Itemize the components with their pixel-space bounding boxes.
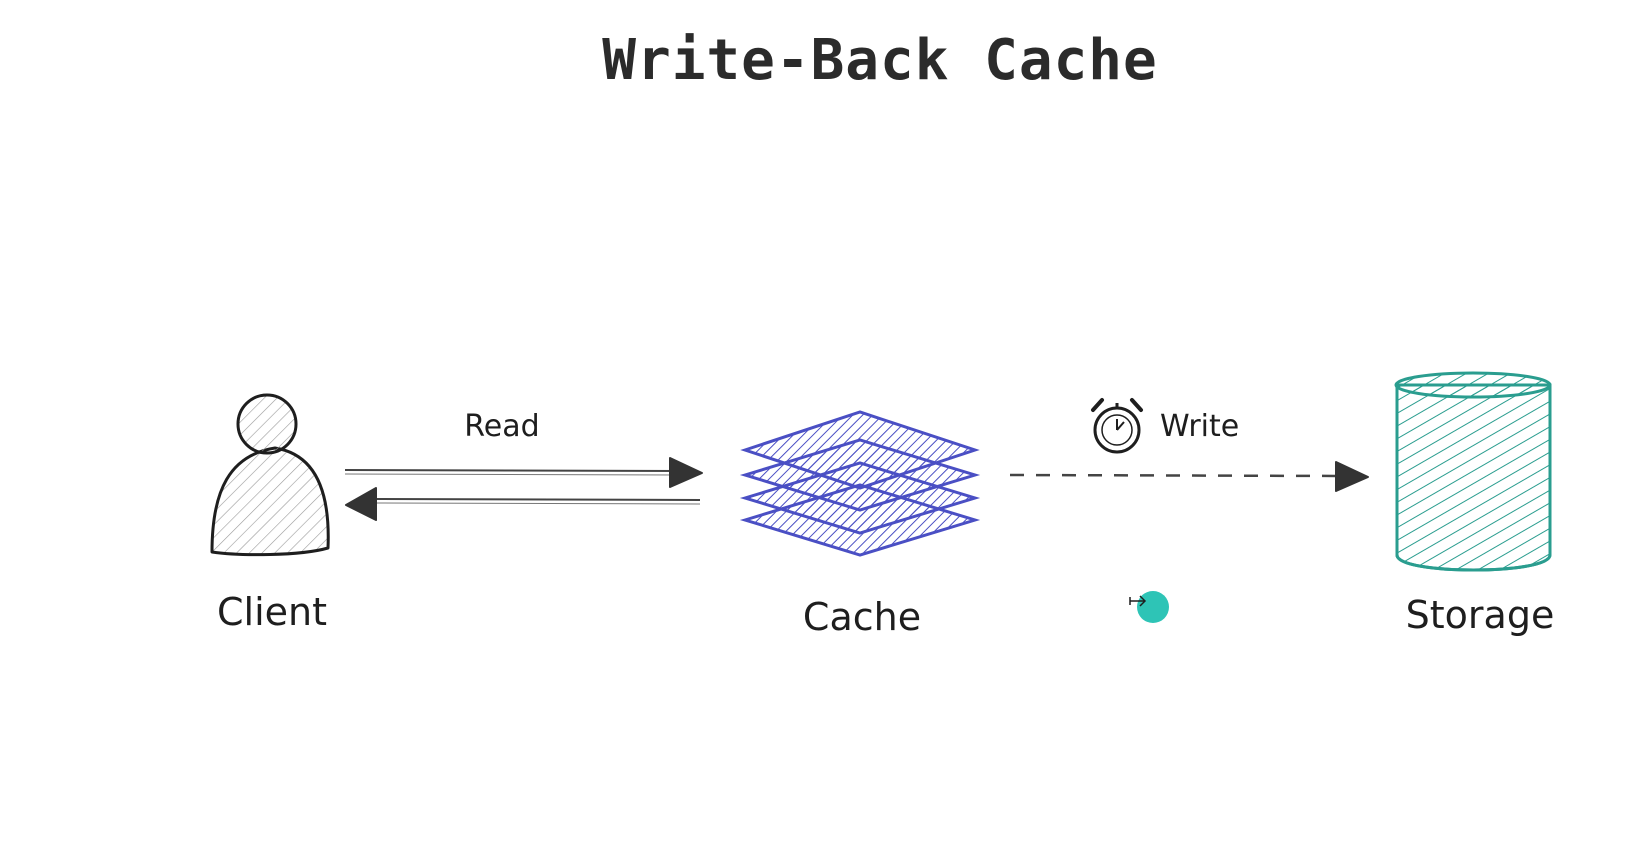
- layers-icon: [739, 410, 981, 557]
- diagram-title: Write-Back Cache: [602, 28, 1158, 93]
- cursor-indicator: [1129, 591, 1169, 623]
- client-node: Client: [210, 393, 330, 634]
- read-label: Read: [464, 409, 539, 444]
- client-label: Client: [217, 590, 327, 634]
- write-label: Write: [1160, 409, 1239, 444]
- arrowhead-write: [1335, 461, 1369, 492]
- person-icon: [210, 393, 330, 557]
- database-cylinder-icon: [1394, 371, 1552, 572]
- cache-label: Cache: [803, 595, 921, 639]
- cache-node: Cache: [739, 410, 981, 639]
- read-edge: Read: [344, 409, 703, 521]
- cursor-arrow-icon: [1129, 595, 1147, 607]
- arrowhead-right: [669, 457, 703, 488]
- stopwatch-icon: [1091, 398, 1143, 454]
- storage-node: Storage: [1394, 371, 1555, 637]
- arrowhead-left: [345, 487, 377, 521]
- storage-label: Storage: [1406, 593, 1555, 637]
- write-edge: Write: [1009, 398, 1369, 492]
